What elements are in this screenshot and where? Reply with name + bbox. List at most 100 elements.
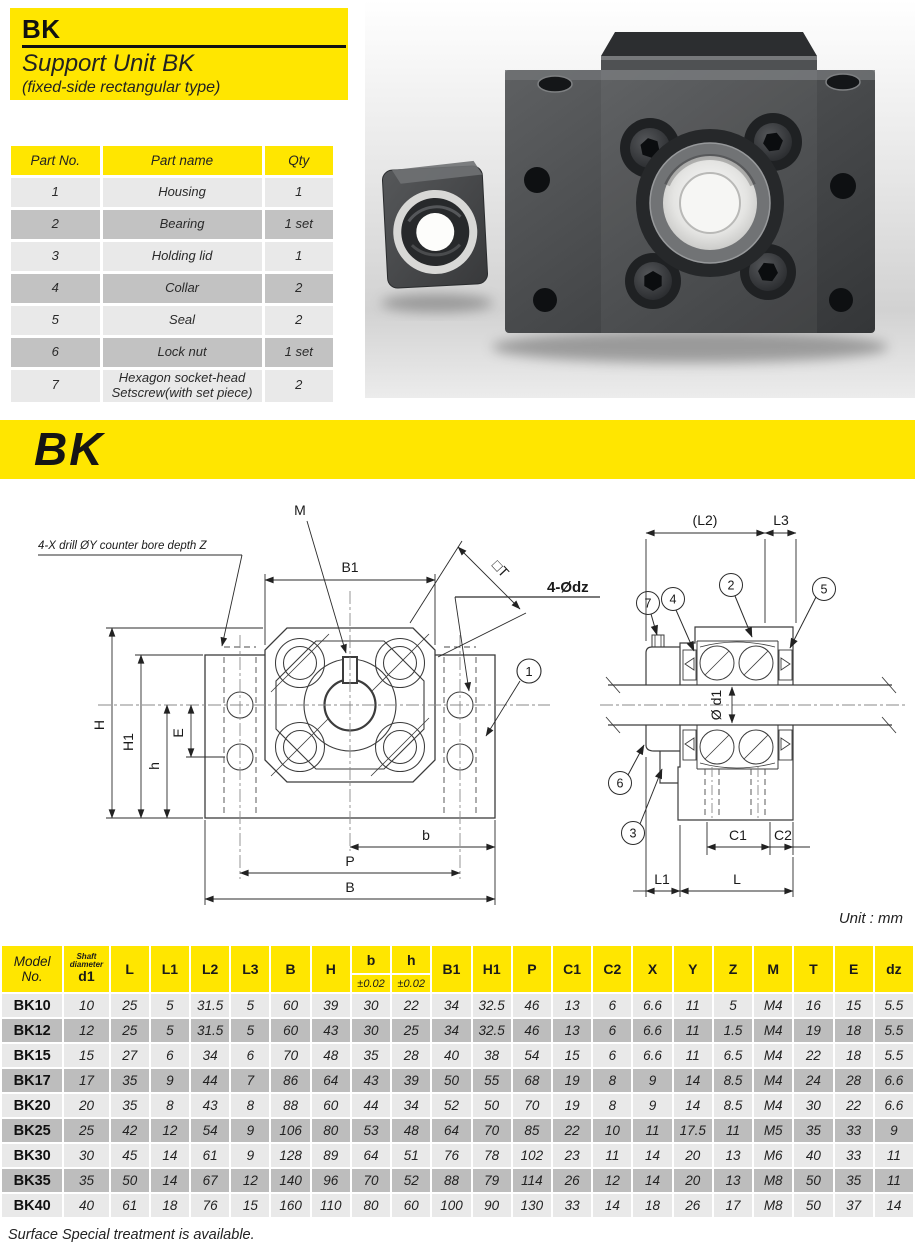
dim-label-P: P <box>345 853 354 869</box>
spec-value-cell: 70 <box>472 1119 511 1142</box>
spec-value-cell: 35 <box>794 1119 833 1142</box>
spec-value-cell: 130 <box>512 1194 551 1217</box>
spec-value-cell: 54 <box>191 1119 230 1142</box>
spec-value-cell: 39 <box>392 1069 431 1092</box>
part-no: 1 <box>11 178 100 207</box>
spec-value-cell: 13 <box>713 1169 753 1192</box>
spec-value-cell: 8 <box>593 1069 632 1092</box>
spec-value-cell: 14 <box>633 1169 672 1192</box>
spec-value-cell: M8 <box>754 1194 793 1217</box>
spec-value-cell: 12 <box>231 1169 270 1192</box>
spec-value-cell: 76 <box>191 1194 230 1217</box>
col-header-d1: Shaft diameter d1 <box>64 946 109 992</box>
spec-value-cell: 90 <box>472 1194 511 1217</box>
spec-value-cell: 48 <box>392 1119 431 1142</box>
spec-value-cell: 11 <box>713 1119 753 1142</box>
spec-value-cell: 9 <box>231 1144 270 1167</box>
spec-value-cell: 64 <box>311 1069 350 1092</box>
spec-value-cell: 42 <box>110 1119 149 1142</box>
unit-note: Unit : mm <box>838 910 903 927</box>
spec-value-cell: 6 <box>593 994 632 1017</box>
spec-value-cell: 114 <box>512 1169 551 1192</box>
spec-value-cell: 30 <box>794 1094 833 1117</box>
col-header-H: H <box>311 946 350 992</box>
col-header-B1: B1 <box>432 946 471 992</box>
block-shadow <box>492 331 888 363</box>
parts-col-name: Part name <box>102 146 262 175</box>
part-qty: 1 <box>264 178 333 207</box>
spec-value-cell: 44 <box>351 1094 391 1117</box>
dim-label-l3: L3 <box>773 512 789 528</box>
col-header-L1: L1 <box>150 946 190 992</box>
spec-value-cell: 8.5 <box>713 1069 753 1092</box>
spec-value-cell: 18 <box>834 1044 873 1067</box>
spec-value-cell: 31.5 <box>191 1019 230 1042</box>
spec-value-cell: 100 <box>432 1194 471 1217</box>
spec-value-cell: 9 <box>150 1069 190 1092</box>
model-cell: BK25 <box>2 1119 63 1142</box>
spec-value-cell: 35 <box>110 1069 149 1092</box>
spec-value-cell: 26 <box>673 1194 712 1217</box>
spec-value-cell: 34 <box>392 1094 431 1117</box>
spec-value-cell: 1.5 <box>713 1019 753 1042</box>
spec-value-cell: 19 <box>553 1069 592 1092</box>
spec-value-cell: 5 <box>231 1019 270 1042</box>
spec-value-cell: 18 <box>150 1194 190 1217</box>
spec-value-cell: 11 <box>673 1044 712 1067</box>
spec-value-cell: 52 <box>392 1169 431 1192</box>
spec-value-cell: 85 <box>512 1119 551 1142</box>
spec-value-cell: 11 <box>633 1119 672 1142</box>
spec-value-cell: 15 <box>553 1044 592 1067</box>
spec-value-cell: 70 <box>351 1169 391 1192</box>
model-cell: BK40 <box>2 1194 63 1217</box>
part-no: 4 <box>11 274 100 303</box>
spec-value-cell: 25 <box>110 994 149 1017</box>
spec-value-cell: 14 <box>150 1144 190 1167</box>
spec-value-cell: 11 <box>874 1169 913 1192</box>
spec-value-cell: 12 <box>150 1119 190 1142</box>
spec-value-cell: 64 <box>351 1144 391 1167</box>
spec-value-cell: 67 <box>191 1169 230 1192</box>
spec-value-cell: 160 <box>271 1194 310 1217</box>
spec-value-cell: M4 <box>754 1069 793 1092</box>
center-lines <box>98 591 550 879</box>
dim-label-H1: H1 <box>120 733 136 751</box>
col-header-b: b <box>351 946 391 973</box>
spec-value-cell: 19 <box>553 1094 592 1117</box>
spec-value-cell: 14 <box>673 1094 712 1117</box>
spec-value-cell: 18 <box>633 1194 672 1217</box>
spec-value-cell: 106 <box>271 1119 310 1142</box>
spec-value-cell: M5 <box>754 1119 793 1142</box>
foot-hidden-lines <box>704 769 766 818</box>
spec-value-cell: 37 <box>834 1194 873 1217</box>
col-header-model: Model No. <box>2 946 63 992</box>
part-name: Lock nut <box>102 338 262 367</box>
spec-value-cell: 50 <box>472 1094 511 1117</box>
dim-label-c1: C1 <box>729 827 747 843</box>
spec-value-cell: 5.5 <box>874 994 913 1017</box>
spec-value-cell: 6.6 <box>874 1069 913 1092</box>
spec-value-cell: 27 <box>110 1044 149 1067</box>
spec-value-cell: 39 <box>311 994 350 1017</box>
spec-value-cell: 61 <box>191 1144 230 1167</box>
drill-note: 4-X drill ØY counter bore depth Z <box>38 540 208 552</box>
spec-value-cell: 50 <box>794 1169 833 1192</box>
spec-value-cell: 43 <box>311 1019 350 1042</box>
flange-bolt-holes <box>270 633 430 777</box>
spec-value-cell: 23 <box>553 1144 592 1167</box>
col-header-h: h <box>392 946 431 973</box>
col-header-Z: Z <box>713 946 753 992</box>
spec-value-cell: M6 <box>754 1144 793 1167</box>
spec-value-cell: 22 <box>794 1044 833 1067</box>
part-no: 2 <box>11 210 100 239</box>
spec-value-cell: 8 <box>231 1094 270 1117</box>
spec-value-cell: 6.6 <box>874 1094 913 1117</box>
spec-value-cell: 43 <box>351 1069 391 1092</box>
spec-value-cell: 10 <box>593 1119 632 1142</box>
